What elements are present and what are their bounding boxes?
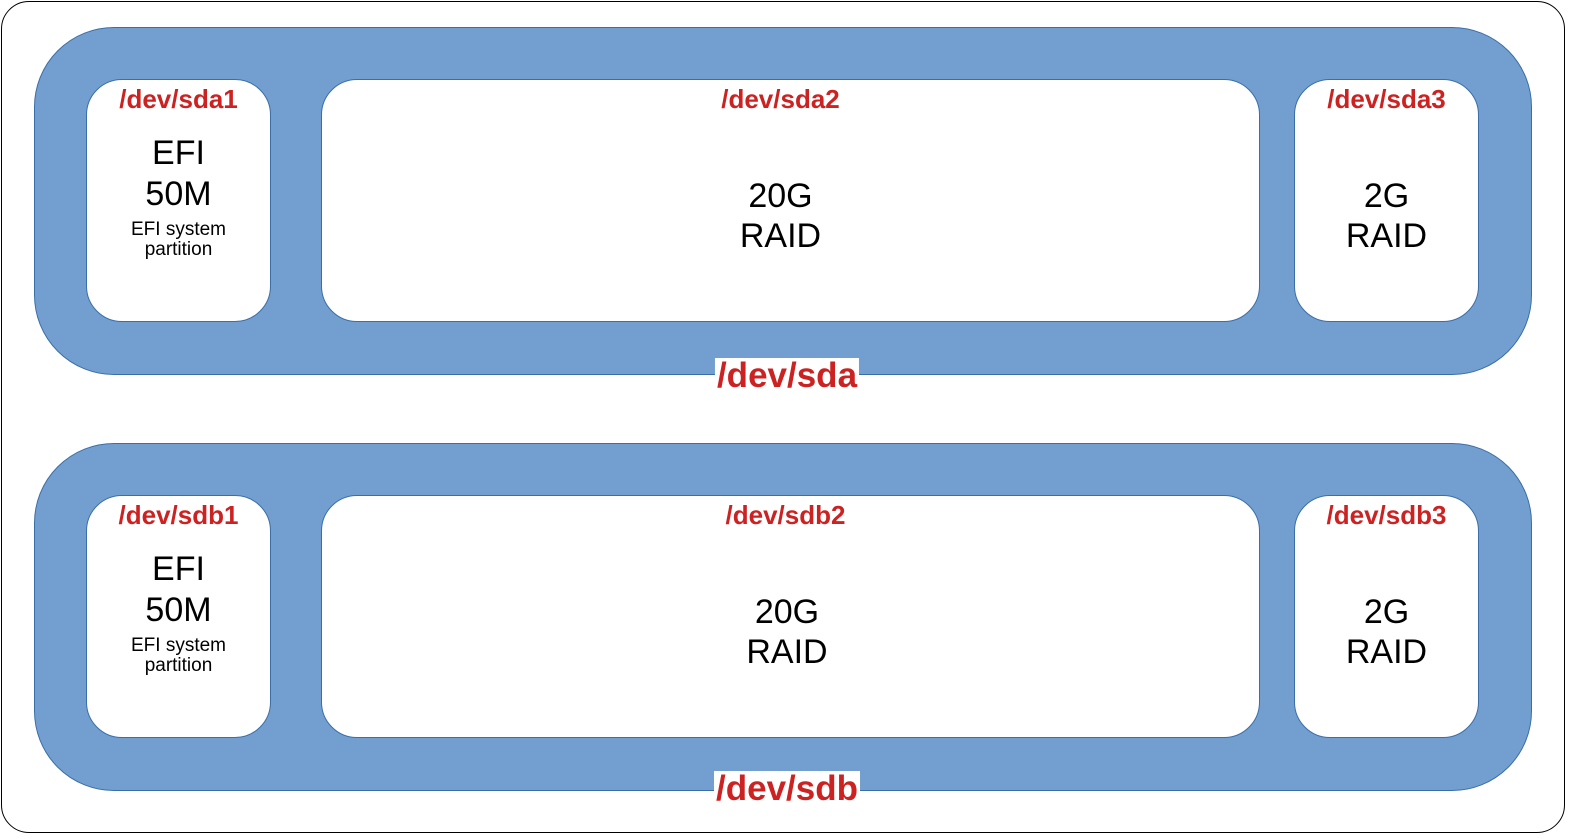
partition-label: /dev/sda2 bbox=[721, 84, 840, 114]
partition-sda3: /dev/sda3 2G RAID bbox=[1294, 79, 1479, 322]
partition-description: EFI system partition bbox=[130, 635, 226, 676]
disk-sda: /dev/sda1 EFI 50M EFI system partition /… bbox=[34, 27, 1532, 375]
partition-sda2: /dev/sda2 20G RAID bbox=[321, 79, 1260, 322]
partition-label: /dev/sda1 bbox=[119, 84, 238, 114]
partition-sda1: /dev/sda1 EFI 50M EFI system partition bbox=[86, 79, 271, 322]
partition-label: /dev/sdb3 bbox=[1326, 500, 1447, 530]
partition-type: EFI bbox=[152, 550, 205, 588]
partition-type: EFI bbox=[152, 134, 205, 172]
partition-sdb2: /dev/sdb2 20G RAID bbox=[321, 495, 1260, 738]
partition-sdb1: /dev/sdb1 EFI 50M EFI system partition bbox=[86, 495, 271, 738]
partition-size: 2G bbox=[1363, 177, 1410, 215]
disk-sdb: /dev/sdb1 EFI 50M EFI system partition /… bbox=[34, 443, 1532, 791]
partition-label: /dev/sdb2 bbox=[725, 500, 846, 530]
partition-label: /dev/sdb1 bbox=[118, 500, 239, 530]
disk-label-sda: /dev/sda bbox=[714, 356, 860, 395]
partition-size: 2G bbox=[1363, 593, 1410, 631]
partition-sdb3: /dev/sdb3 2G RAID bbox=[1294, 495, 1479, 738]
partition-type: RAID bbox=[1345, 633, 1428, 671]
partition-size: 50M bbox=[145, 175, 212, 213]
partition-type: RAID bbox=[1345, 217, 1428, 255]
partition-size: 20G bbox=[748, 177, 813, 215]
partition-label: /dev/sda3 bbox=[1327, 84, 1446, 114]
disk-label-sdb: /dev/sdb bbox=[714, 769, 860, 808]
partition-type: RAID bbox=[739, 217, 822, 255]
partition-size: 20G bbox=[754, 593, 820, 631]
partition-size: 50M bbox=[145, 591, 212, 629]
partition-description: EFI system partition bbox=[130, 219, 226, 260]
partition-type: RAID bbox=[746, 633, 828, 671]
